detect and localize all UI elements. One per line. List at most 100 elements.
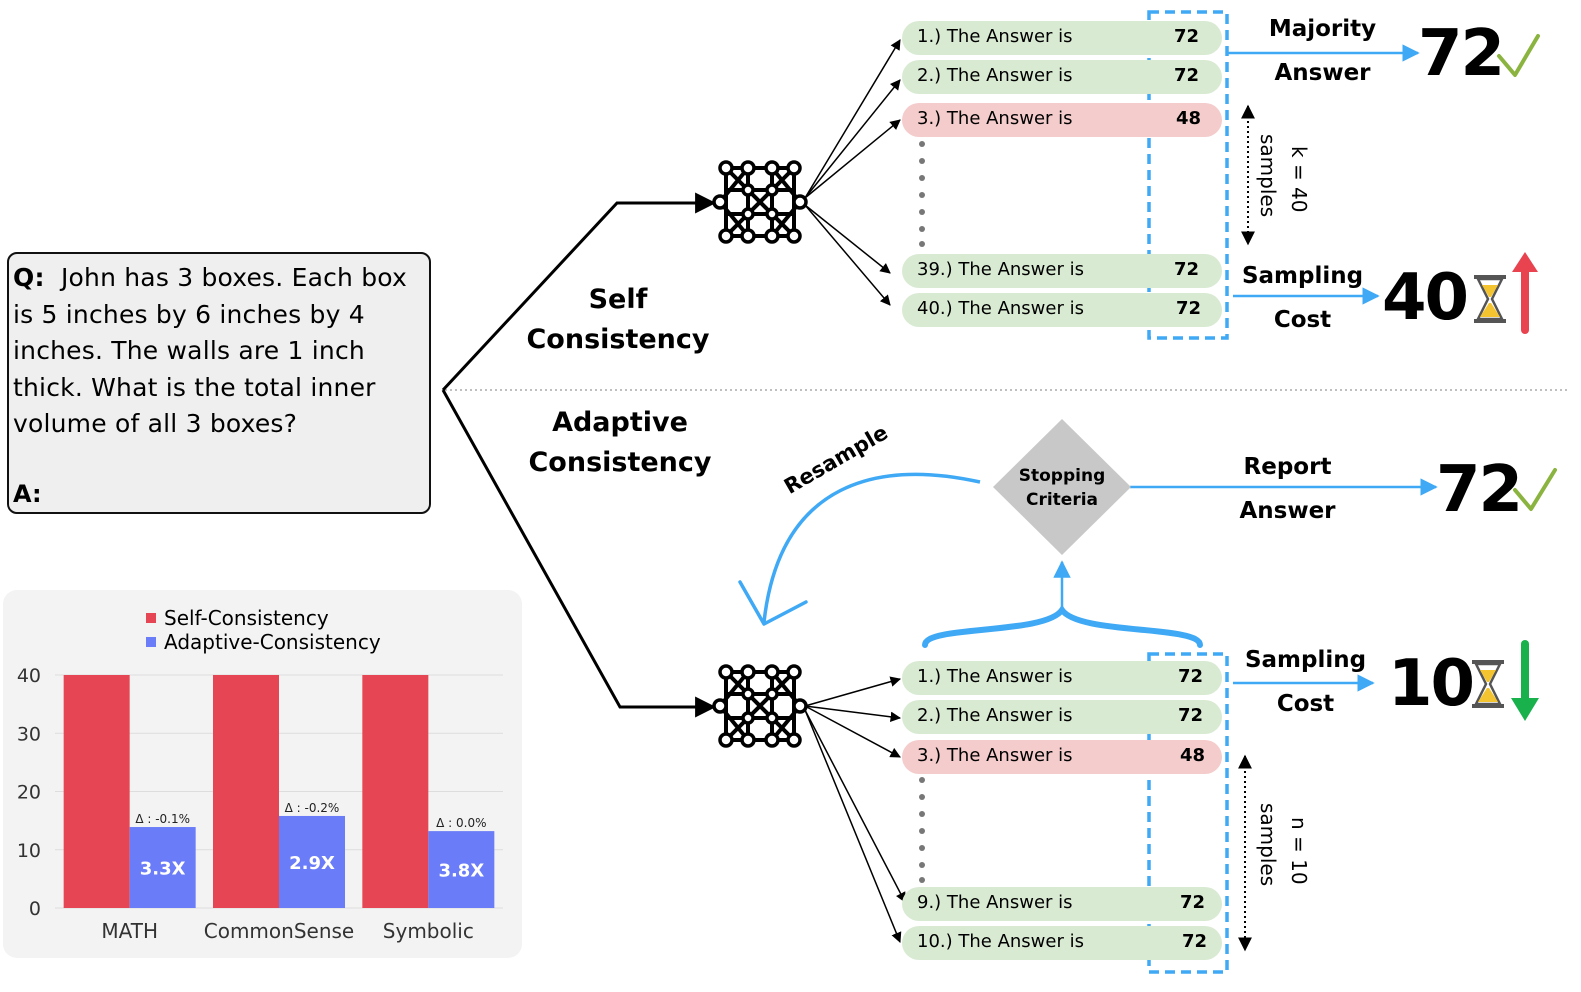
question-label: Q:	[13, 263, 45, 292]
y-tick-label: 20	[17, 782, 41, 804]
y-tick-label: 0	[29, 898, 41, 920]
label-line: Sampling	[1241, 263, 1364, 289]
sample-row: 1.) The Answer is 72	[902, 21, 1222, 55]
sample-row: 2.) The Answer is 72	[902, 60, 1222, 94]
sample-row: 9.) The Answer is 72	[902, 887, 1222, 921]
sample-label: 1.) The Answer is	[917, 666, 1073, 687]
stopping-criteria-label: Stopping Criteria	[1002, 464, 1122, 512]
sample-value: 48	[1176, 108, 1202, 129]
ac-sample-count-label: n = 10	[1287, 817, 1311, 885]
sample-label: 9.) The Answer is	[917, 892, 1073, 913]
legend-label: Adaptive-Consistency	[164, 630, 381, 654]
title-line: Consistency	[526, 324, 710, 355]
sc-sampling-cost-value: 40	[1382, 261, 1469, 335]
y-tick-label: 10	[17, 840, 41, 862]
branch-self-consistency	[441, 192, 717, 392]
sample-label: 2.) The Answer is	[917, 705, 1073, 726]
branch-adaptive-consistency	[441, 389, 717, 718]
sample-label: 10.) The Answer is	[917, 931, 1084, 952]
ac-sampling-cost-value: 10	[1388, 647, 1475, 721]
sample-arrows-top	[804, 39, 901, 306]
sample-value: 72	[1180, 892, 1206, 913]
cost-increase-arrow-icon	[1512, 252, 1538, 334]
sample-label: 39.) The Answer is	[917, 259, 1084, 280]
bar-adaptive-consistency	[428, 831, 495, 908]
sc-sampling-cost-label: Sampling Cost	[1235, 254, 1370, 342]
legend-label: Self-Consistency	[164, 606, 329, 630]
check-icon	[1513, 468, 1557, 511]
legend-item: Self-Consistency	[146, 606, 381, 630]
sample-label: 3.) The Answer is	[917, 108, 1073, 129]
neural-network-icon	[712, 664, 808, 748]
stopping-criteria-diamond	[993, 419, 1131, 555]
label-line: Cost	[1276, 691, 1335, 717]
sample-value: 72	[1174, 65, 1200, 86]
label-line: Majority	[1268, 16, 1377, 42]
sample-value: 48	[1180, 745, 1206, 766]
chart-legend: Self-Consistency Adaptive-Consistency	[146, 606, 381, 654]
sample-row: 10.) The Answer is 72	[902, 926, 1222, 960]
bar-speedup-label: 2.9X	[289, 853, 335, 874]
sample-label: 1.) The Answer is	[917, 26, 1073, 47]
bar-self-consistency	[362, 675, 429, 908]
sample-row: 3.) The Answer is 48	[902, 103, 1222, 137]
hourglass-icon	[1472, 660, 1504, 708]
y-tick-label: 30	[17, 723, 41, 745]
y-tick-label: 40	[17, 665, 41, 687]
label-line: Answer	[1274, 60, 1371, 86]
x-category-label: CommonSense	[204, 919, 354, 943]
x-category-label: MATH	[101, 919, 158, 943]
label-line: Stopping	[1018, 466, 1106, 486]
ellipsis-dots-top	[919, 141, 925, 247]
check-icon	[1497, 34, 1540, 77]
report-answer-label: Report Answer	[1220, 445, 1355, 533]
answer-column-highlight	[1147, 652, 1229, 974]
label-line: Answer	[1239, 498, 1336, 524]
answer-column-highlight	[1147, 10, 1229, 340]
sample-value: 72	[1178, 666, 1204, 687]
sample-value: 72	[1176, 298, 1202, 319]
label-line: Report	[1243, 454, 1332, 480]
bar-delta-annotation: Δ : 0.0%	[436, 816, 486, 830]
label-line: Criteria	[1025, 490, 1099, 510]
majority-answer-value: 72	[1418, 17, 1505, 91]
question-text: Q: John has 3 boxes. Each box is 5 inche…	[13, 260, 425, 443]
legend-item: Adaptive-Consistency	[146, 630, 381, 654]
results-bar-chart: Self-Consistency Adaptive-Consistency 0 1…	[3, 590, 522, 958]
bar-self-consistency	[63, 675, 130, 908]
answer-label: A:	[13, 480, 42, 508]
resample-arrowhead	[738, 580, 808, 626]
resample-arrow	[762, 472, 981, 623]
bar-speedup-label: 3.3X	[140, 859, 186, 880]
bar-speedup-label: 3.8X	[438, 861, 484, 882]
ac-sampling-cost-label: Sampling Cost	[1238, 638, 1373, 726]
bar-adaptive-consistency	[129, 827, 196, 908]
hourglass-icon	[1474, 275, 1506, 323]
cost-decrease-arrow-icon	[1511, 640, 1539, 721]
samples-brace	[922, 604, 1203, 648]
sample-label: 2.) The Answer is	[917, 65, 1073, 86]
sample-row: 39.) The Answer is 72	[902, 254, 1222, 288]
ellipsis-dots-bottom	[919, 777, 925, 883]
sample-row: 1.) The Answer is 72	[902, 661, 1222, 695]
sample-value: 72	[1182, 931, 1208, 952]
title-line: Consistency	[528, 447, 712, 478]
legend-swatch	[146, 637, 156, 647]
bar-self-consistency	[213, 675, 279, 908]
adaptive-consistency-title: Adaptive Consistency	[520, 403, 720, 483]
sample-value: 72	[1174, 259, 1200, 280]
sample-value: 72	[1174, 26, 1200, 47]
report-answer-value: 72	[1436, 453, 1523, 527]
x-category-label: Symbolic	[383, 919, 474, 943]
majority-answer-label: Majority Answer	[1255, 7, 1390, 95]
title-line: Adaptive	[552, 407, 688, 438]
label-line: Cost	[1273, 307, 1332, 333]
question-box: Q: John has 3 boxes. Each box is 5 inche…	[7, 252, 431, 514]
ac-sample-count-unit: samples	[1256, 803, 1280, 887]
legend-swatch	[146, 613, 156, 623]
label-line: Sampling	[1244, 647, 1367, 673]
